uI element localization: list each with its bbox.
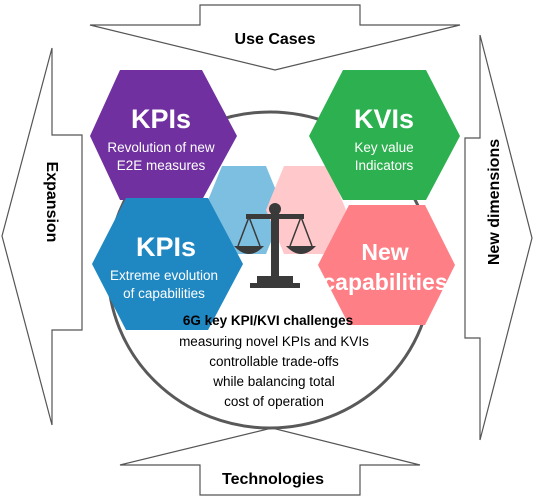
challenges-heading: 6G key KPI/KVI challenges (183, 313, 353, 328)
new-dimensions-arrow (464, 34, 533, 441)
kvis-hexagon (309, 70, 460, 200)
new-capabilities-hexagon (318, 205, 455, 325)
balance-scale-icon (234, 203, 316, 288)
expansion-arrow (1, 47, 83, 426)
kpis-revolution-title: KPIs (131, 104, 191, 134)
new-capabilities-line1: New (361, 239, 408, 265)
kvis-line1: Key value (354, 140, 413, 155)
kpis-revolution-hexagon (90, 70, 237, 200)
challenge-line-3: while balancing total (212, 374, 335, 389)
use-cases-label: Use Cases (235, 31, 316, 48)
kpis-extreme-line2: of capabilities (123, 286, 205, 301)
kvis-title: KVIs (354, 104, 414, 134)
challenge-line-2: controllable trade-offs (209, 354, 339, 369)
pink-shadow-hexagon (266, 166, 346, 254)
kpis-revolution-line2: E2E measures (117, 158, 206, 173)
kpis-revolution-line1: Revolution of new (107, 140, 215, 155)
kpis-extreme-hexagon (92, 198, 243, 330)
new-capabilities-line2: capabilities (322, 269, 447, 295)
use-cases-arrow (89, 4, 461, 71)
kpis-extreme-title: KPIs (136, 232, 196, 262)
challenge-line-4: cost of operation (224, 394, 324, 409)
expansion-label: Expansion (43, 162, 60, 243)
kpis-extreme-line1: Extreme evolution (110, 268, 218, 283)
kvis-line2: Indicators (355, 158, 414, 173)
technologies-label: Technologies (222, 471, 324, 488)
technologies-arrow (119, 427, 421, 496)
challenge-line-1: measuring novel KPIs and KVIs (179, 334, 369, 349)
new-dimensions-label: New dimensions (486, 139, 503, 265)
